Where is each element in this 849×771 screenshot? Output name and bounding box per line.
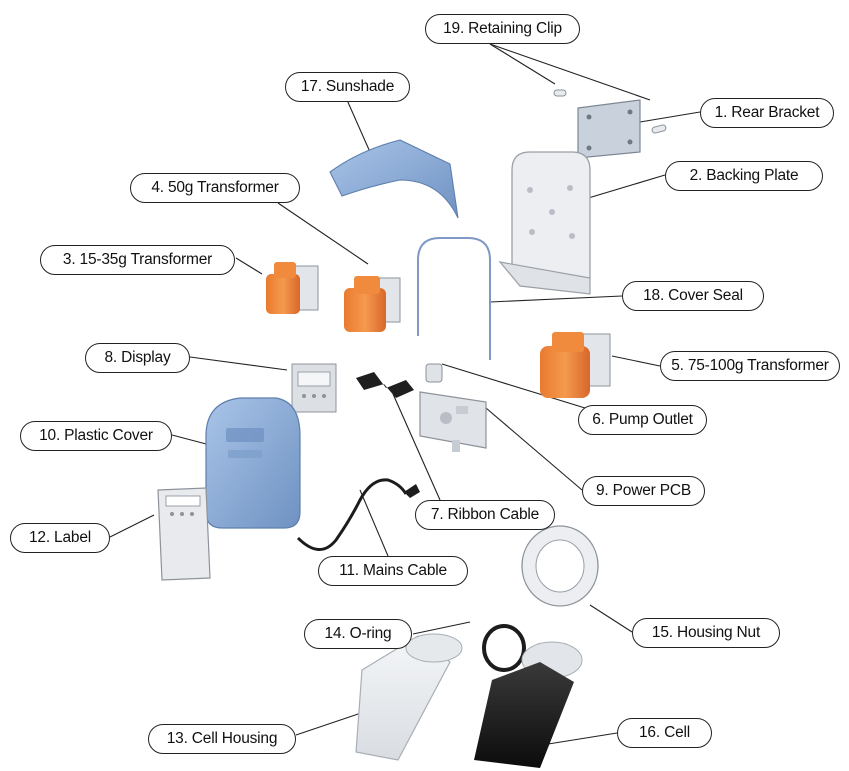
plastic-cover-part (205, 397, 301, 529)
label-part (157, 487, 211, 581)
callout-cover-seal[interactable]: 18. Cover Seal (622, 281, 764, 311)
display-part (291, 363, 337, 413)
backing-plate-part (498, 151, 591, 295)
callout-cell-housing[interactable]: 13. Cell Housing (148, 724, 296, 754)
callout-mains-cable[interactable]: 11. Mains Cable (318, 556, 468, 586)
callout-backing-plate[interactable]: 2. Backing Plate (665, 161, 823, 191)
pump-outlet-part (425, 363, 443, 383)
mains-cable-part (296, 478, 420, 551)
transformer-15-35g-part (266, 262, 319, 314)
callout-plastic-cover[interactable]: 10. Plastic Cover (20, 421, 172, 451)
callout-ribbon-cable[interactable]: 7. Ribbon Cable (415, 500, 555, 530)
cover-seal-part (417, 237, 491, 360)
transformer-50g-part (344, 276, 401, 332)
callout-75-100g-transformer[interactable]: 5. 75-100g Transformer (660, 351, 840, 381)
callout-50g-transformer[interactable]: 4. 50g Transformer (130, 173, 300, 203)
callout-display[interactable]: 8. Display (85, 343, 190, 373)
callout-retaining-clip[interactable]: 19. Retaining Clip (425, 14, 580, 44)
ribbon-cable-part (356, 372, 414, 398)
callout-label[interactable]: 12. Label (10, 523, 110, 553)
rear-bracket-part (577, 99, 641, 159)
housing-nut-part (521, 525, 599, 607)
sunshade-part (329, 139, 459, 219)
cell-housing-part (355, 633, 463, 761)
callout-housing-nut[interactable]: 15. Housing Nut (632, 618, 780, 648)
power-pcb-part (419, 391, 487, 452)
callout-pump-outlet[interactable]: 6. Pump Outlet (578, 405, 707, 435)
transformer-75-100g-part (540, 332, 611, 398)
retaining-clip-part (553, 89, 667, 134)
callout-15-35g-transformer[interactable]: 3. 15-35g Transformer (40, 245, 235, 275)
callout-rear-bracket[interactable]: 1. Rear Bracket (700, 98, 834, 128)
o-ring-part (482, 624, 526, 672)
callout-cell[interactable]: 16. Cell (617, 718, 712, 748)
callout-sunshade[interactable]: 17. Sunshade (285, 72, 410, 102)
callout-power-pcb[interactable]: 9. Power PCB (582, 476, 705, 506)
cell-part (474, 641, 583, 768)
callout-o-ring[interactable]: 14. O-ring (304, 619, 412, 649)
